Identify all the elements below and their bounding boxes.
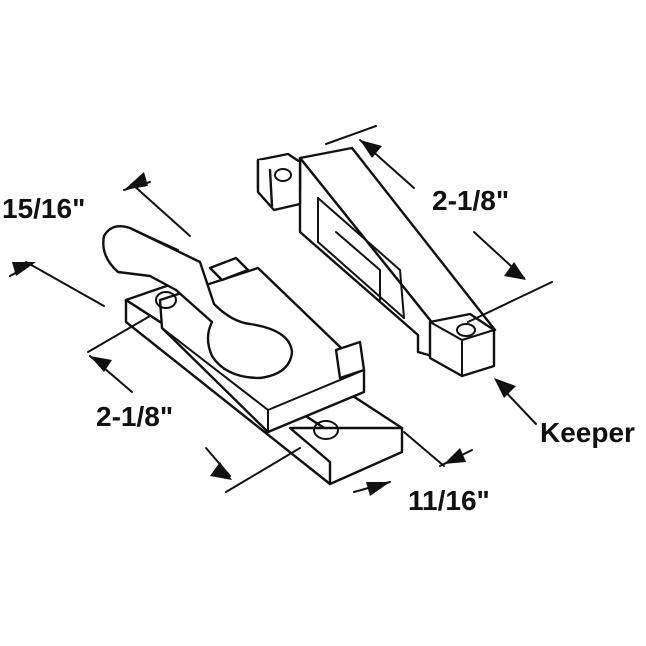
label-keeper-length: 2-1/8" — [432, 185, 509, 216]
dim-keeper-length — [325, 125, 553, 323]
dim-latch-depth — [353, 431, 473, 496]
dim-latch-length — [87, 315, 301, 493]
keeper-part — [256, 146, 497, 378]
label-keeper: Keeper — [540, 417, 635, 448]
latch-part — [102, 225, 404, 486]
label-latch-length: 2-1/8" — [96, 401, 173, 432]
keeper-callout-arrow — [494, 378, 537, 425]
label-latch-width: 15/16" — [2, 193, 85, 224]
dim-latch-width — [9, 172, 191, 307]
label-latch-depth: 11/16" — [408, 485, 490, 516]
